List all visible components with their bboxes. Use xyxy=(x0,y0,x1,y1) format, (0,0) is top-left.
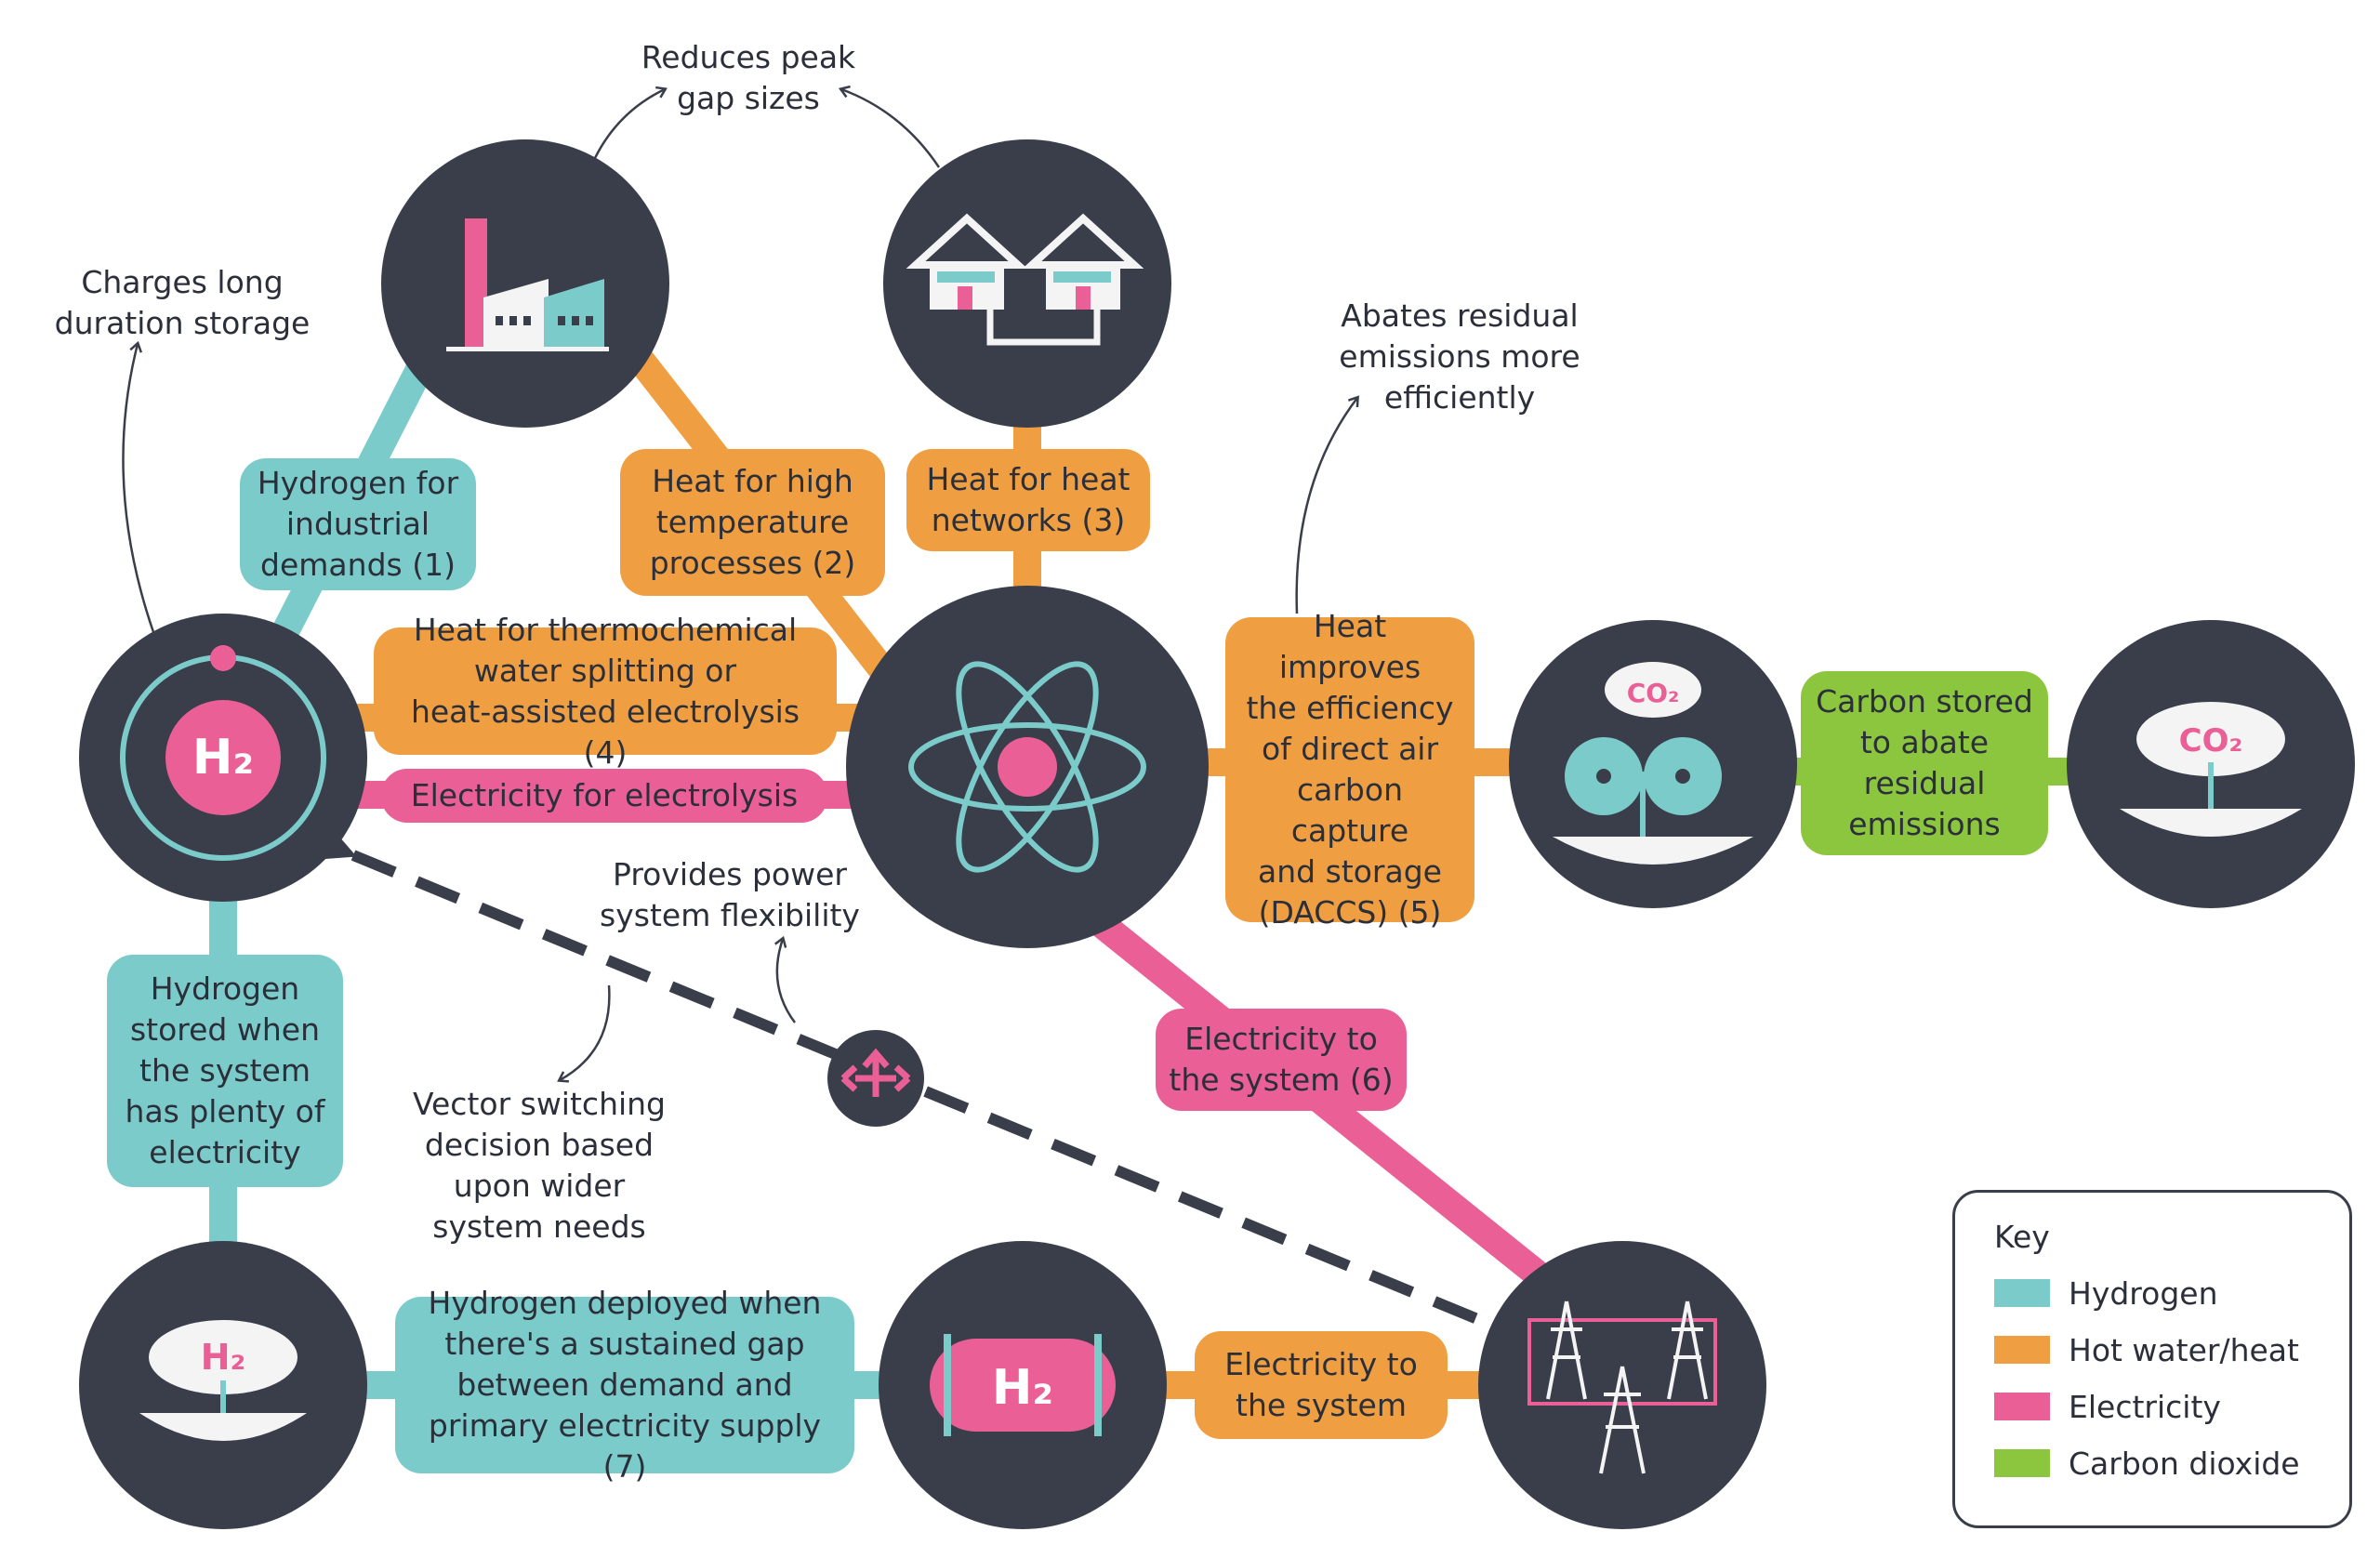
label-electricity-electrolysis: Electricity for electrolysis xyxy=(381,769,827,823)
note-abates-residual: Abates residual emissions more efficient… xyxy=(1339,297,1580,416)
note-vector-switching: Vector switching decision based upon wid… xyxy=(412,1086,667,1245)
note-reduces-peak: Reduces peak gap sizes xyxy=(641,39,856,116)
legend-item-hydrogen: Hydrogen xyxy=(1994,1273,2218,1314)
legend-swatch-heat xyxy=(1994,1336,2050,1364)
label-hydrogen-stored: Hydrogen stored when the system has plen… xyxy=(107,955,343,1187)
vector-switch-dashed-arrow xyxy=(324,831,1528,1344)
legend-label: Hydrogen xyxy=(2069,1274,2218,1312)
h2-storage-node: H₂ xyxy=(79,1241,367,1529)
nuclear-node xyxy=(846,586,1209,948)
reduces-peak-arrow-left xyxy=(593,89,665,159)
factory-icon xyxy=(446,218,609,351)
label-carbon-stored: Carbon stored to abate residual emission… xyxy=(1801,671,2048,855)
legend-title: Key xyxy=(1994,1219,2050,1255)
vector-switching-arrow xyxy=(560,984,611,1080)
direct-air-capture-fans-icon: CO₂ xyxy=(1553,662,1753,865)
label-hydrogen-deployed: Hydrogen deployed when there's a sustain… xyxy=(395,1285,854,1485)
co2-storage-node: CO₂ xyxy=(2067,620,2355,908)
label-heat-high-temp: Heat for high temperature processes (2) xyxy=(620,449,885,596)
legend-label: Hot water/heat xyxy=(2069,1331,2299,1368)
hydrogen-production-node: H₂ xyxy=(79,614,367,902)
power-pylons-icon xyxy=(1527,1301,1717,1474)
flexibility-arrow xyxy=(777,939,797,1023)
label-electricity-system: Electricity to the system xyxy=(1195,1331,1448,1439)
abates-residual-arrow xyxy=(1295,398,1357,614)
nodes: H₂ CO₂ xyxy=(79,139,2355,1529)
atom-icon xyxy=(908,661,1146,873)
legend-swatch-hydrogen xyxy=(1994,1279,2050,1307)
legend-item-electricity: Electricity xyxy=(1994,1386,2221,1427)
svg-text:H₂: H₂ xyxy=(992,1360,1053,1416)
grid-node xyxy=(1478,1241,1766,1529)
annotation-arrows xyxy=(122,89,1357,1080)
h2-tank-node: H₂ xyxy=(879,1241,1167,1529)
vector-switch-icon xyxy=(840,1048,911,1097)
svg-text:H₂: H₂ xyxy=(201,1337,245,1378)
reduces-peak-arrow-right xyxy=(841,89,941,168)
legend-item-heat: Hot water/heat xyxy=(1994,1329,2299,1370)
label-hydrogen-industrial: Hydrogen for industrial demands (1) xyxy=(240,458,476,590)
legend-label: Carbon dioxide xyxy=(2069,1445,2300,1482)
daccs-node: CO₂ xyxy=(1509,620,1797,908)
note-provides-flexibility: Provides power system flexibility xyxy=(600,856,860,933)
note-charges-storage: Charges long duration storage xyxy=(54,264,311,341)
legend-key: Key Hydrogen Hot water/heat Electricity … xyxy=(1952,1190,2352,1528)
co2-storage-icon: CO₂ xyxy=(2120,702,2302,837)
label-heat-networks: Heat for heat networks (3) xyxy=(906,449,1150,551)
label-heat-daccs: Heat improves the efficiency of direct a… xyxy=(1225,608,1474,931)
legend-swatch-carbon-dioxide xyxy=(1994,1449,2050,1477)
label-heat-thermochemical: Heat for thermochemical water splitting … xyxy=(374,612,837,771)
svg-text:CO₂: CO₂ xyxy=(2179,722,2243,759)
legend-label: Electricity xyxy=(2069,1388,2221,1425)
label-electricity-system-6: Electricity to the system (6) xyxy=(1156,1009,1407,1111)
switch-node xyxy=(827,1030,924,1127)
legend-swatch-electricity xyxy=(1994,1393,2050,1420)
electricity-line-grid xyxy=(1041,872,1627,1350)
hydrogen-storage-icon: H₂ xyxy=(139,1320,307,1441)
houses-heat-network-icon xyxy=(906,213,1144,346)
industry-node xyxy=(381,139,669,428)
homes-node xyxy=(883,139,1171,428)
legend-item-carbon-dioxide: Carbon dioxide xyxy=(1994,1443,2300,1484)
h2-molecule-icon: H₂ xyxy=(192,730,254,786)
charges-storage-arrow xyxy=(122,344,155,633)
hydrogen-tank-icon: H₂ xyxy=(930,1334,1116,1436)
svg-text:CO₂: CO₂ xyxy=(1627,678,1680,708)
